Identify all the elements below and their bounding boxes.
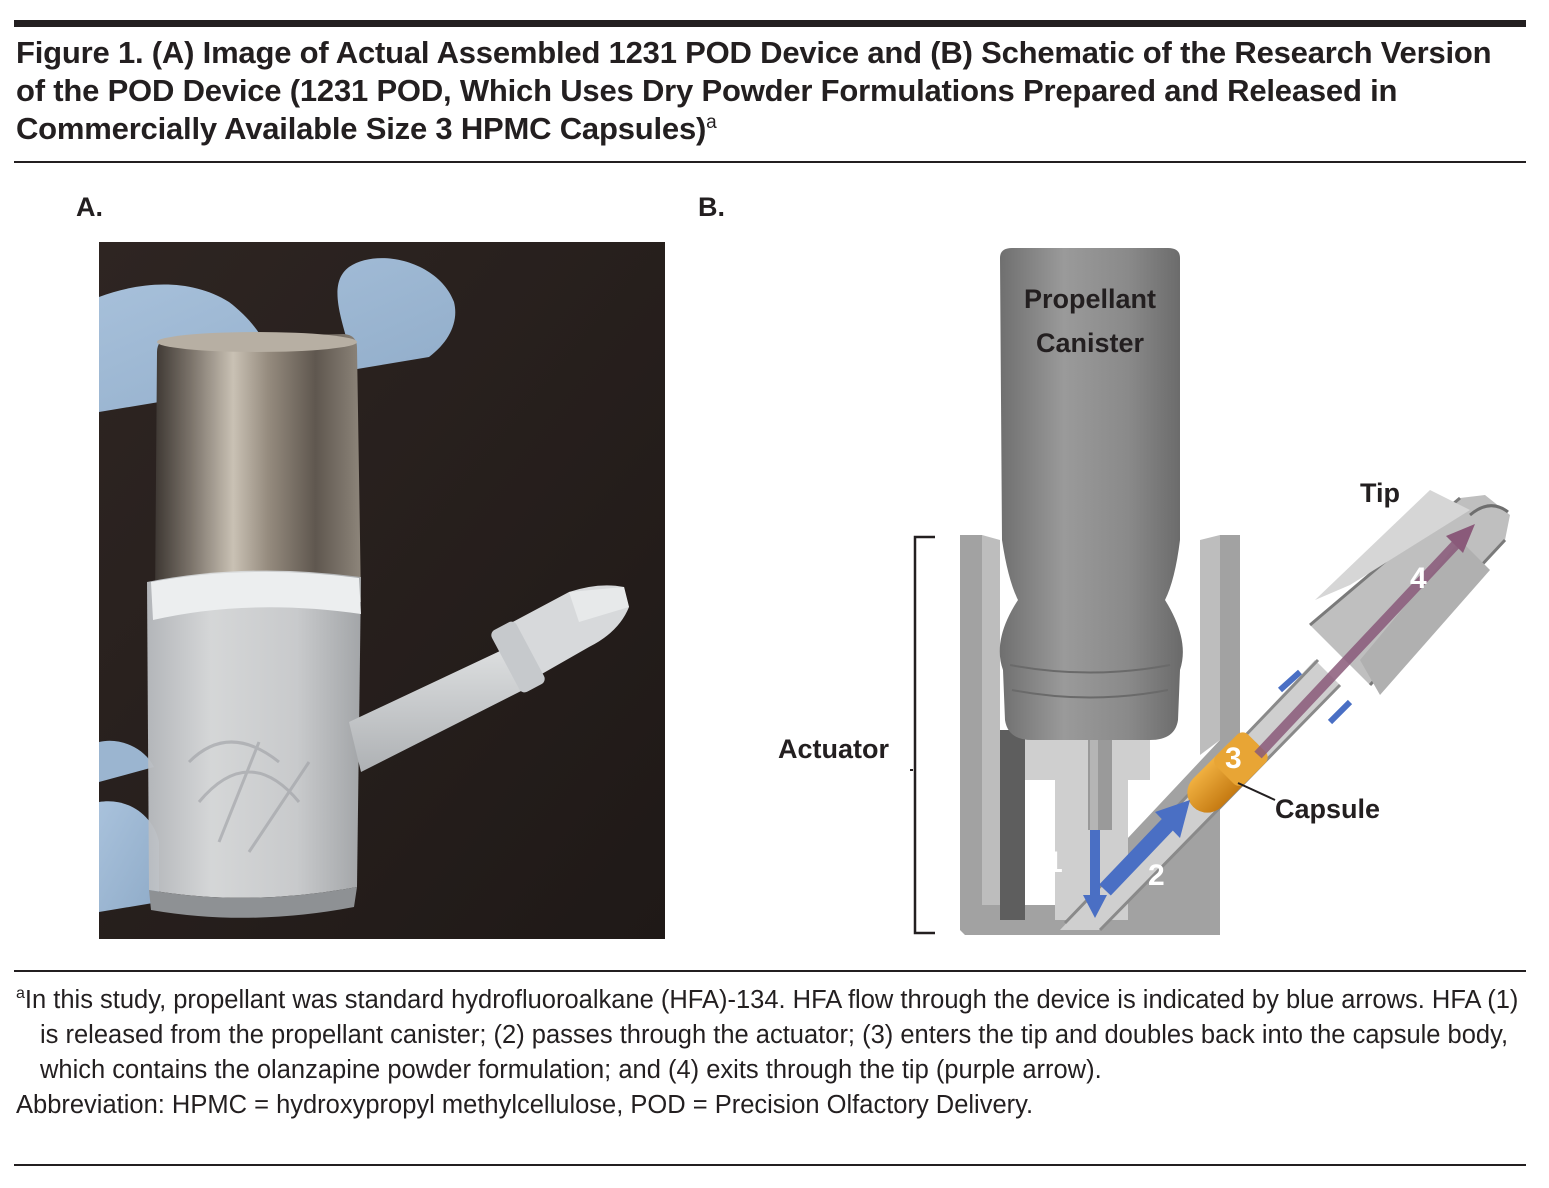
panel-b-label: B. [698,192,725,222]
figure-title: Figure 1. (A) Image of Actual Assembled … [16,34,1521,148]
figure-footnotes: aIn this study, propellant was standard … [16,983,1521,1123]
flow-arrow-tip-return [1277,669,1353,725]
footnote-note: aIn this study, propellant was standard … [16,983,1521,1088]
figure-title-footnote-marker: a [706,112,717,133]
tip-label: Tip [1360,478,1400,508]
step-3-label: 3 [1225,742,1242,775]
device-schematic: Propellant Canister Actuator Tip Capsule… [770,240,1530,955]
device-photo-illustration [99,242,665,939]
footnote-marker: a [16,985,25,1002]
step-2-label: 2 [1148,859,1165,892]
propellant-canister [999,248,1183,740]
figure-top-rule [14,20,1526,27]
step-1-label: 1 [1046,846,1063,879]
propellant-label-line1: Propellant [1024,284,1156,314]
title-bottom-rule [14,161,1526,163]
actuator-label: Actuator [778,734,889,764]
capsule-shape [1187,732,1268,813]
panel-a-label: A. [76,192,103,222]
figure-title-text: Figure 1. (A) Image of Actual Assembled … [16,35,1492,146]
device-photo [99,242,665,939]
footnote-top-rule [14,970,1526,972]
tip-exit-arrow [1254,536,1464,759]
actuator-bracket [913,535,935,935]
capsule-label: Capsule [1275,794,1380,824]
footnote-note-text: In this study, propellant was standard h… [24,986,1519,1084]
figure-bottom-rule [14,1164,1526,1166]
flow-arrow-2 [1099,816,1176,896]
propellant-label-line2: Canister [1036,328,1145,358]
footnote-abbreviation: Abbreviation: HPMC = hydroxypropyl methy… [16,1091,1034,1119]
step-4-label: 4 [1410,562,1427,595]
